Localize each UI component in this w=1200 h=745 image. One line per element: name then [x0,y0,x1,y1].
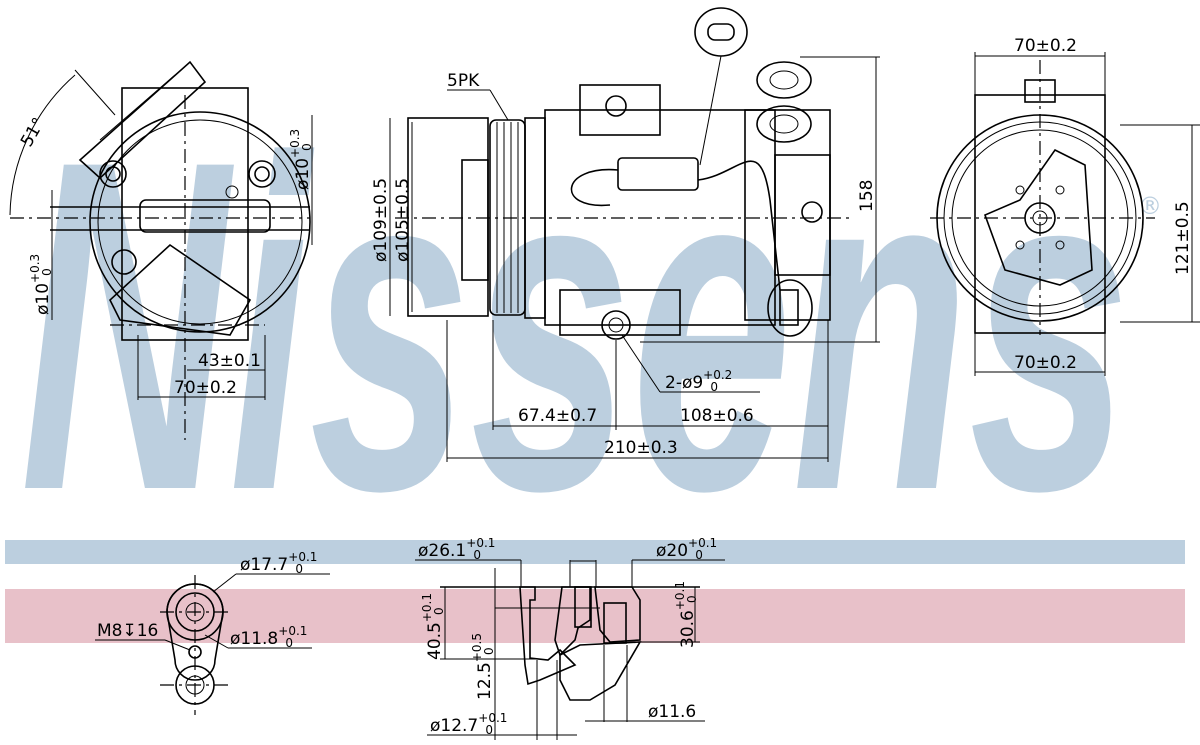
blue-band [5,540,1185,564]
lower-hole-dim: ø10+0.30 [28,254,54,315]
pink-band [5,589,1185,643]
pulley-outer-dim: ø109±0.5 [371,178,391,262]
top-width-dim: 70±0.2 [1014,36,1077,56]
side-view: 51° ø10+0.30 ø10+0.30 43±0.1 70±0.2 [9,60,314,440]
rear-height-dim: 121±0.5 [1173,201,1193,275]
length-dim: 210±0.3 [604,438,678,458]
port-d3-dim: ø11.6 [648,702,696,722]
port-h2-dim: 12.5+0.50 [470,633,496,700]
port-h3-dim: 30.6+0.10 [673,581,699,648]
belt-label: 5PK [447,71,480,91]
width-dim: 70±0.2 [174,378,237,398]
dim-a: 67.4±0.7 [518,406,597,426]
upper-hole-dim: ø10+0.30 [288,129,314,190]
bottom-width-dim: 70±0.2 [1014,353,1077,373]
thread-dim: M8↧16 [97,621,158,641]
rear-view: 70±0.2 121±0.5 70±0.2 [930,36,1200,376]
pulley-inner-dim: ø105±0.5 [393,178,413,262]
dim-b: 108±0.6 [680,406,754,426]
port-h1-dim: 40.5+0.10 [420,593,446,660]
height-dim: 158 [857,180,877,212]
offset-dim: 43±0.1 [198,351,261,371]
